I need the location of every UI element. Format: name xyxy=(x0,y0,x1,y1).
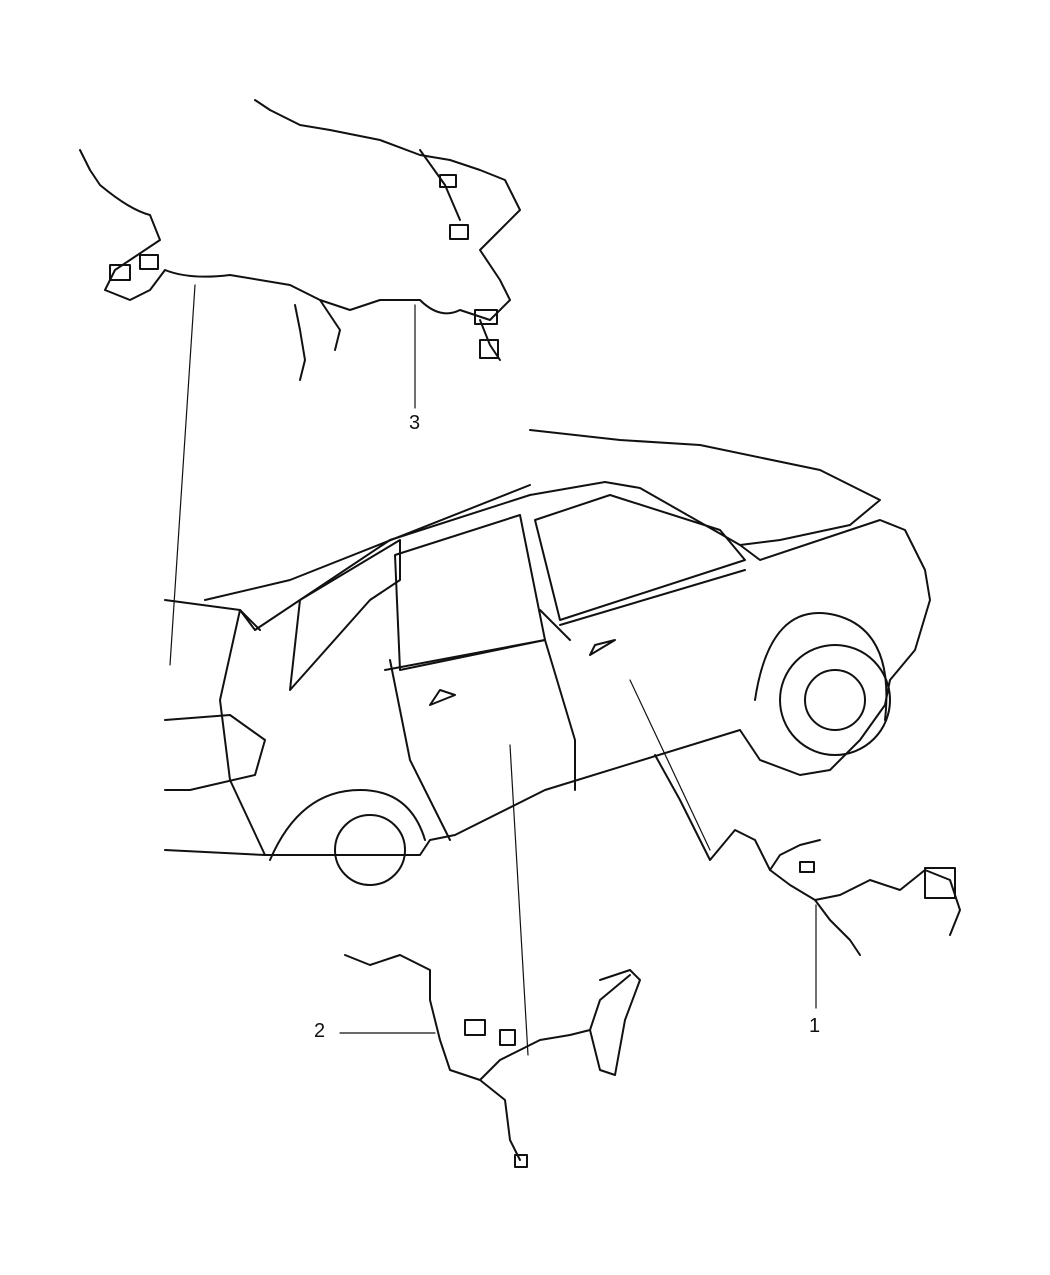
harness-2 xyxy=(339,744,641,1168)
callout-1: 1 xyxy=(809,1015,821,1037)
callout-3: 3 xyxy=(409,412,421,434)
callout-2: 2 xyxy=(314,1020,326,1042)
harness-3 xyxy=(79,99,521,666)
vehicle-body xyxy=(164,429,931,886)
harness-1 xyxy=(629,679,961,1009)
